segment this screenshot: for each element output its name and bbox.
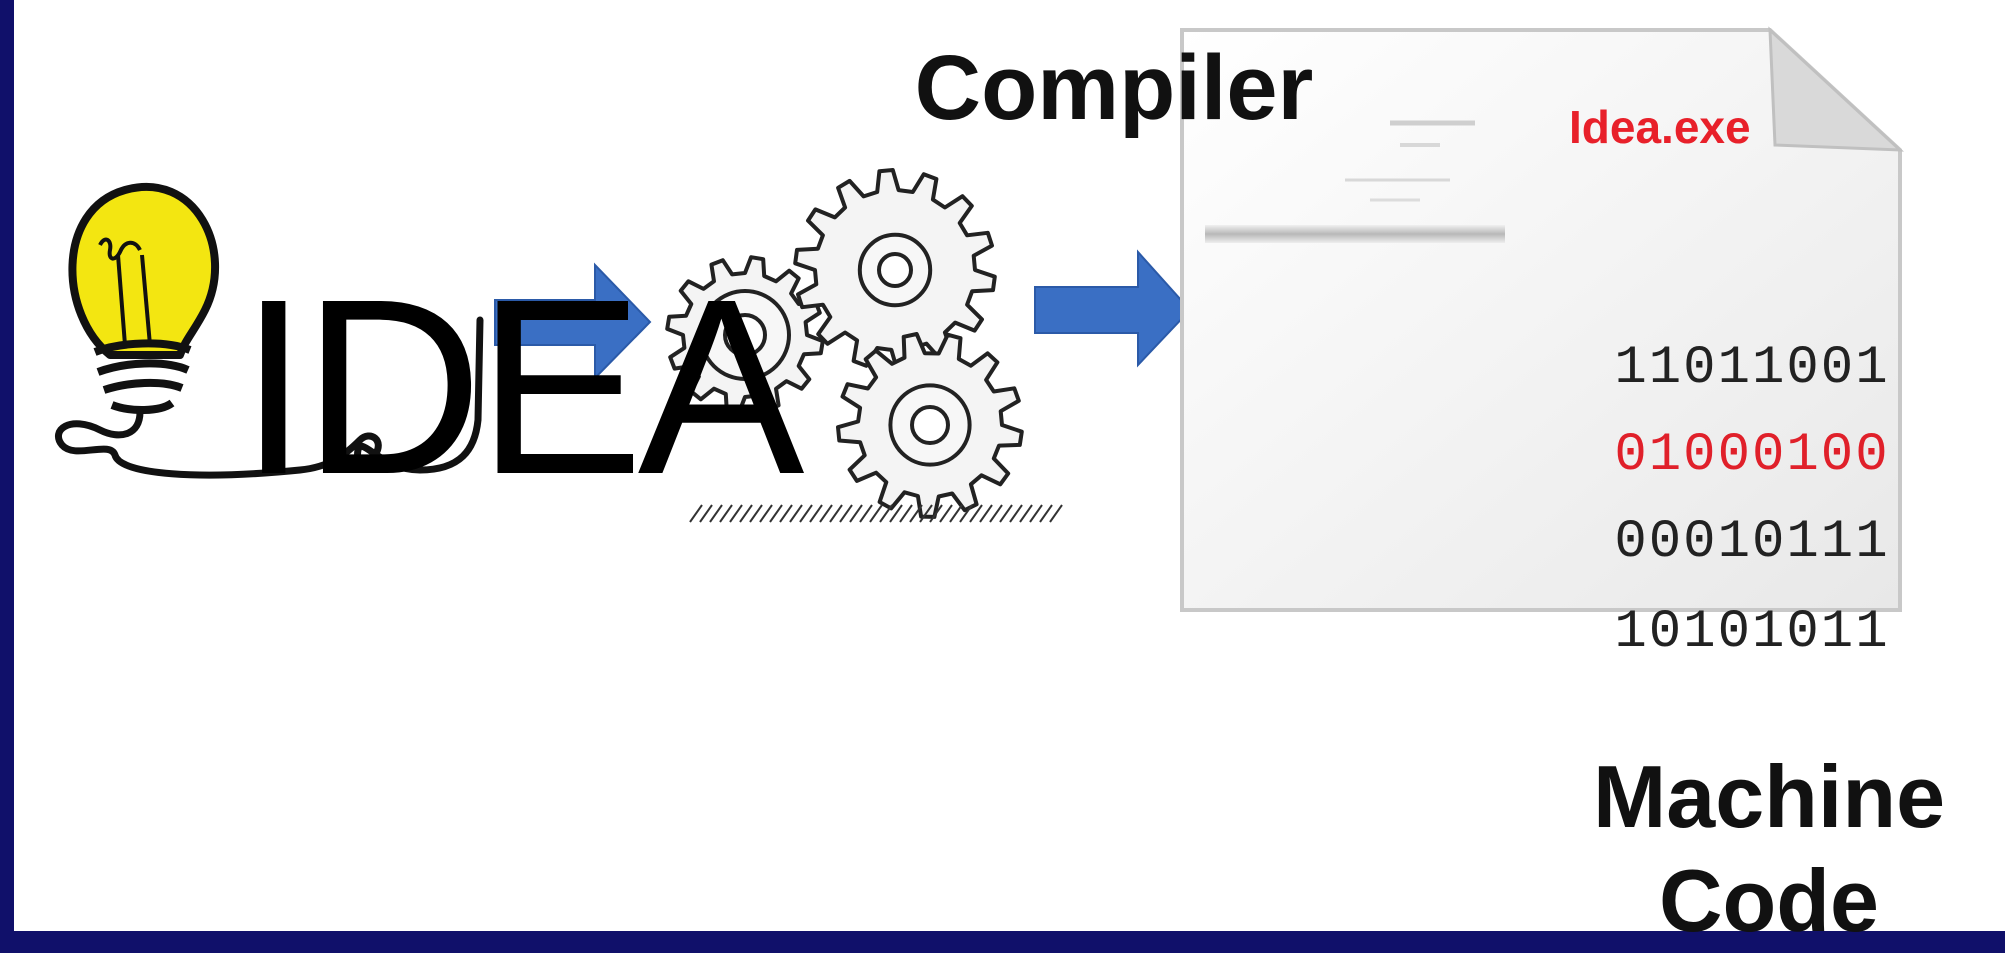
idea-word: IDEA xyxy=(239,247,804,526)
arrow-idea-to-compiler xyxy=(494,262,652,381)
gears-icon xyxy=(665,168,1063,523)
binary-line: 11011001 xyxy=(1614,338,1890,399)
lightbulb-icon xyxy=(55,182,484,479)
arrow-compiler-to-output xyxy=(1034,249,1192,368)
binary-line-highlighted: 01000100 xyxy=(1614,425,1890,486)
compiler-title: Compiler xyxy=(914,37,1314,139)
machine-code-title: Machine Code xyxy=(1592,747,1946,950)
binary-line: 00010111 xyxy=(1614,512,1890,573)
diagram-frame: Compiler IDEA Idea.exe 11011001 01000100… xyxy=(14,0,2005,950)
binary-line: 10101011 xyxy=(1614,602,1890,663)
diagram-graphics xyxy=(55,26,1905,612)
document-filename: Idea.exe xyxy=(1569,101,1751,153)
diagram-canvas: Compiler IDEA Idea.exe 11011001 01000100… xyxy=(14,0,2005,950)
document-icon xyxy=(1180,26,1905,612)
